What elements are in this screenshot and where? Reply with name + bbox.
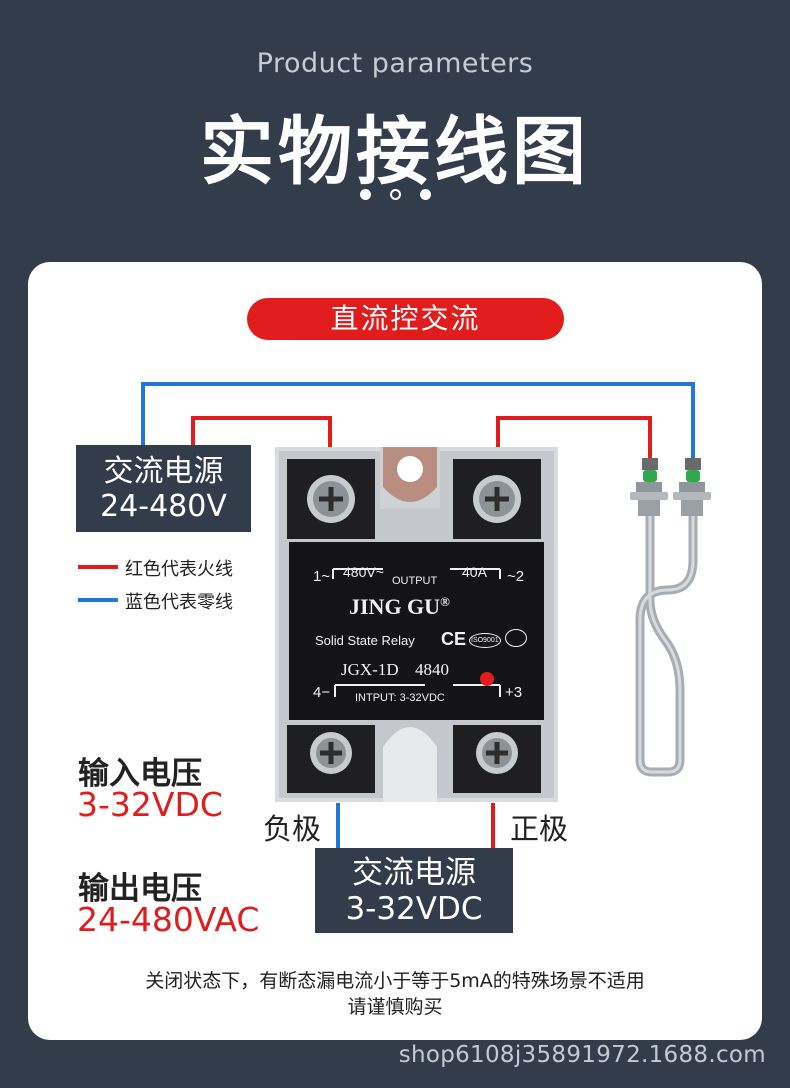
ac-source-box: 交流电源 24-480V	[76, 445, 251, 532]
input-voltage-value: 3-32VDC	[77, 785, 223, 824]
current-rating: 40A	[462, 564, 487, 580]
output-voltage-value: 24-480VAC	[77, 900, 260, 939]
legend-neutral-label: 蓝色代表零线	[125, 592, 233, 613]
dc-source-title: 交流电源	[352, 855, 476, 891]
output-label: OUTPUT	[392, 575, 438, 587]
brand-text: JING GU	[349, 594, 441, 619]
shop-watermark: shop6108j35891972.1688.com	[398, 1042, 766, 1068]
live-wire-right	[496, 416, 652, 462]
warning-note: 关闭状态下，有断态漏电流小于等于5mA的特殊场景不适用	[145, 970, 645, 992]
model-number: 4840	[415, 660, 449, 679]
registered-mark: ®	[440, 594, 450, 609]
dc-source-voltage: 3-32VDC	[345, 891, 483, 927]
mode-banner: 直流控交流	[247, 298, 564, 340]
neutral-wire-top	[141, 382, 695, 462]
terminal-4-label: 4−	[313, 684, 331, 701]
model-name: JGX-1D	[341, 660, 399, 679]
iso-mark-icon: ISO9001	[469, 633, 501, 648]
dot-indicator	[420, 189, 431, 200]
voltage-rating: 480V~	[343, 564, 384, 580]
input-voltage-label: 输入电压	[78, 756, 202, 792]
red-line-swatch	[78, 565, 118, 569]
terminal-2-label: ~2	[507, 568, 525, 585]
relay-body-icon	[275, 447, 558, 802]
dot-indicator	[390, 189, 401, 200]
live-wire-left	[191, 416, 332, 447]
warning-note-line2: 请谨慎购买	[347, 996, 443, 1018]
terminal-1-label: 1~	[313, 568, 331, 585]
page-title: 实物接线图	[200, 109, 590, 195]
relay-type: Solid State Relay	[315, 633, 415, 648]
header-subtitle: Product parameters	[256, 48, 534, 79]
ac-source-title: 交流电源	[103, 454, 224, 489]
output-voltage-label: 输出电压	[78, 871, 202, 907]
dc-source-box: 交流电源 3-32VDC	[315, 848, 513, 933]
input-label: INTPUT: 3-32VDC	[355, 692, 445, 704]
legend-live-label: 红色代表火线	[125, 559, 233, 580]
negative-pole-label: 负极	[263, 812, 322, 846]
carousel-dots	[360, 189, 432, 203]
solid-state-relay: 1~ 480V~ OUTPUT 40A ~2 JING GU® Solid St…	[275, 447, 558, 802]
ce-mark-icon: CE	[441, 629, 467, 649]
brand-name: JING GU®	[349, 594, 450, 620]
ac-source-voltage: 24-480V	[100, 489, 227, 524]
ccc-mark-icon	[505, 629, 527, 647]
dot-indicator	[360, 189, 371, 200]
blue-line-swatch	[78, 598, 118, 602]
heater-element-icon	[630, 458, 711, 777]
positive-pole-label: 正极	[510, 812, 569, 846]
terminal-3-label: +3	[505, 684, 523, 701]
